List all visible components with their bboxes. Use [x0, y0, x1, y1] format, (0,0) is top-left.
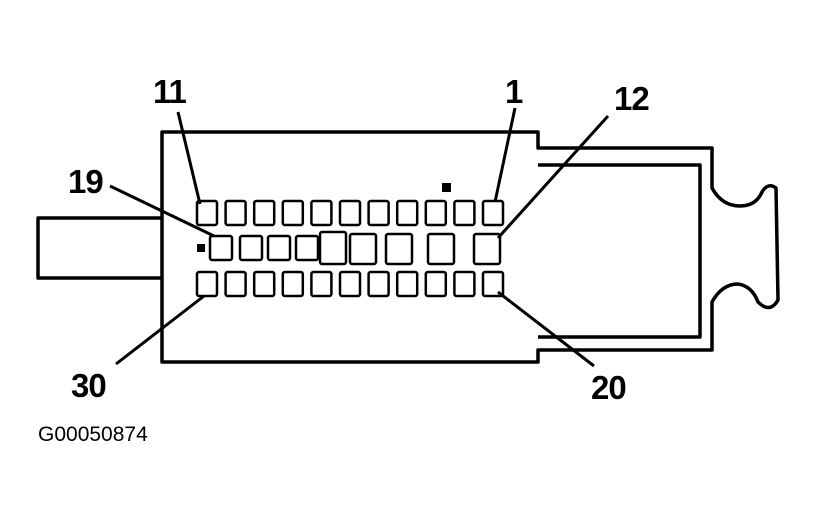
leader-pin-30 — [115, 294, 205, 366]
pin-cavity-bottom-22 — [424, 270, 448, 298]
figure-reference: G00050874 — [38, 423, 148, 446]
pin-cavity-bottom-29 — [224, 270, 247, 298]
pin-cavity-top-4 — [395, 199, 419, 227]
pin-cavity-top-10 — [224, 199, 247, 227]
leader-pin-19 — [109, 184, 215, 238]
pin-cavity-top-6 — [338, 199, 362, 227]
connector-left-tab — [36, 216, 162, 280]
label-pin-30: 30 — [71, 367, 106, 404]
polarity-mark-top — [442, 183, 451, 192]
pin-cavity-bottom-30 — [195, 270, 219, 298]
pin-cavity-top-2 — [453, 199, 476, 227]
pin-row-top — [195, 199, 505, 227]
polarity-mark-left — [197, 244, 205, 252]
pin-cavity-middle-15 — [318, 230, 348, 266]
pin-cavity-middle-19 — [208, 234, 234, 262]
pin-cavity-bottom-24 — [367, 270, 390, 298]
leader-pin-1 — [493, 107, 517, 203]
pin-cavity-top-5 — [367, 199, 390, 227]
pin-cavity-top-9 — [252, 199, 276, 227]
label-pin-12: 12 — [614, 80, 649, 117]
pin-cavity-bottom-25 — [338, 270, 362, 298]
pin-cavity-top-3 — [424, 199, 448, 227]
pin-cavity-middle-11 — [472, 232, 502, 266]
leader-pin-20 — [497, 290, 595, 368]
pin-row-middle — [208, 230, 502, 266]
pin-cavity-middle-16 — [294, 234, 320, 262]
pin-cavity-top-8 — [281, 199, 305, 227]
pin-cavity-bottom-28 — [252, 270, 276, 298]
pin-cavity-middle-14 — [348, 232, 378, 266]
leader-pin-11 — [176, 111, 202, 205]
pin-cavity-bottom-20 — [481, 270, 505, 298]
label-pin-20: 20 — [591, 369, 626, 406]
pin-cavity-bottom-26 — [310, 270, 333, 298]
connector-body — [160, 130, 780, 364]
pin-cavity-top-1 — [481, 199, 505, 227]
pin-cavity-middle-13 — [384, 232, 414, 266]
pin-cavity-bottom-23 — [395, 270, 419, 298]
pin-cavity-bottom-27 — [281, 270, 305, 298]
leader-pin-12 — [496, 114, 610, 240]
pin-cavity-middle-17 — [266, 234, 292, 262]
label-pin-1: 1 — [505, 73, 523, 110]
pin-cavity-top-7 — [310, 199, 333, 227]
pin-row-bottom — [195, 270, 505, 298]
pin-cavity-middle-18 — [238, 234, 264, 262]
pin-cavity-top-11 — [195, 199, 219, 227]
pin-cavity-bottom-21 — [453, 270, 476, 298]
label-pin-19: 19 — [68, 163, 103, 200]
latch-window — [538, 163, 702, 339]
pin-cavity-middle-12 — [426, 232, 456, 266]
label-pin-11: 11 — [153, 73, 187, 110]
